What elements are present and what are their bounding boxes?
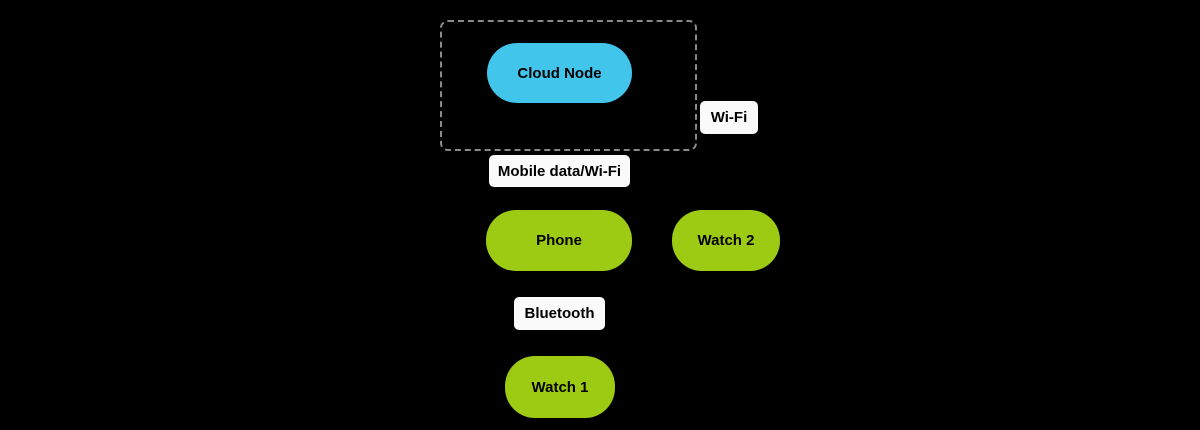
edge-label-mobile-data-text: Mobile data/Wi-Fi <box>497 162 622 180</box>
node-phone-label: Phone <box>536 232 582 249</box>
node-watch1-label: Watch 1 <box>531 378 589 396</box>
node-cloud-label: Cloud Node <box>517 64 602 82</box>
node-phone: Phone <box>486 210 632 271</box>
node-watch2: Watch 2 <box>672 210 780 271</box>
edge-label-mobile-data: Mobile data/Wi-Fi <box>489 155 630 187</box>
edge-label-wifi: Wi-Fi <box>700 101 758 134</box>
cloud-cluster-box <box>440 20 697 151</box>
node-cloud: Cloud Node <box>487 43 632 103</box>
node-watch2-label: Watch 2 <box>697 232 755 249</box>
edge-label-bluetooth-text: Bluetooth <box>524 305 595 322</box>
node-watch1: Watch 1 <box>505 356 615 418</box>
edge-label-bluetooth: Bluetooth <box>514 297 605 330</box>
edge-label-wifi-text: Wi-Fi <box>710 109 748 126</box>
